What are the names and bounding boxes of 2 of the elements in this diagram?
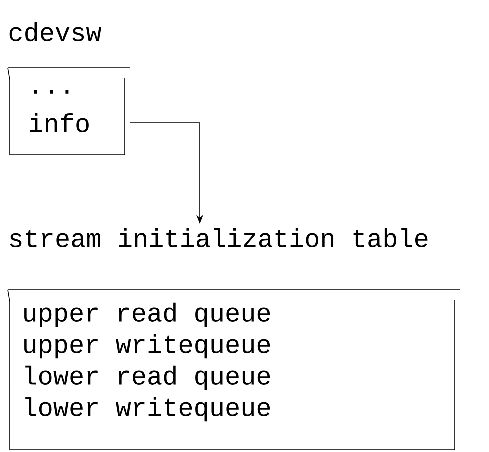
table-box: cdevsw ... info bbox=[8, 22, 130, 156]
table-box: stream initialization table upper read queue upper writequeue lower read queue lower writequeue bbox=[8, 228, 460, 450]
